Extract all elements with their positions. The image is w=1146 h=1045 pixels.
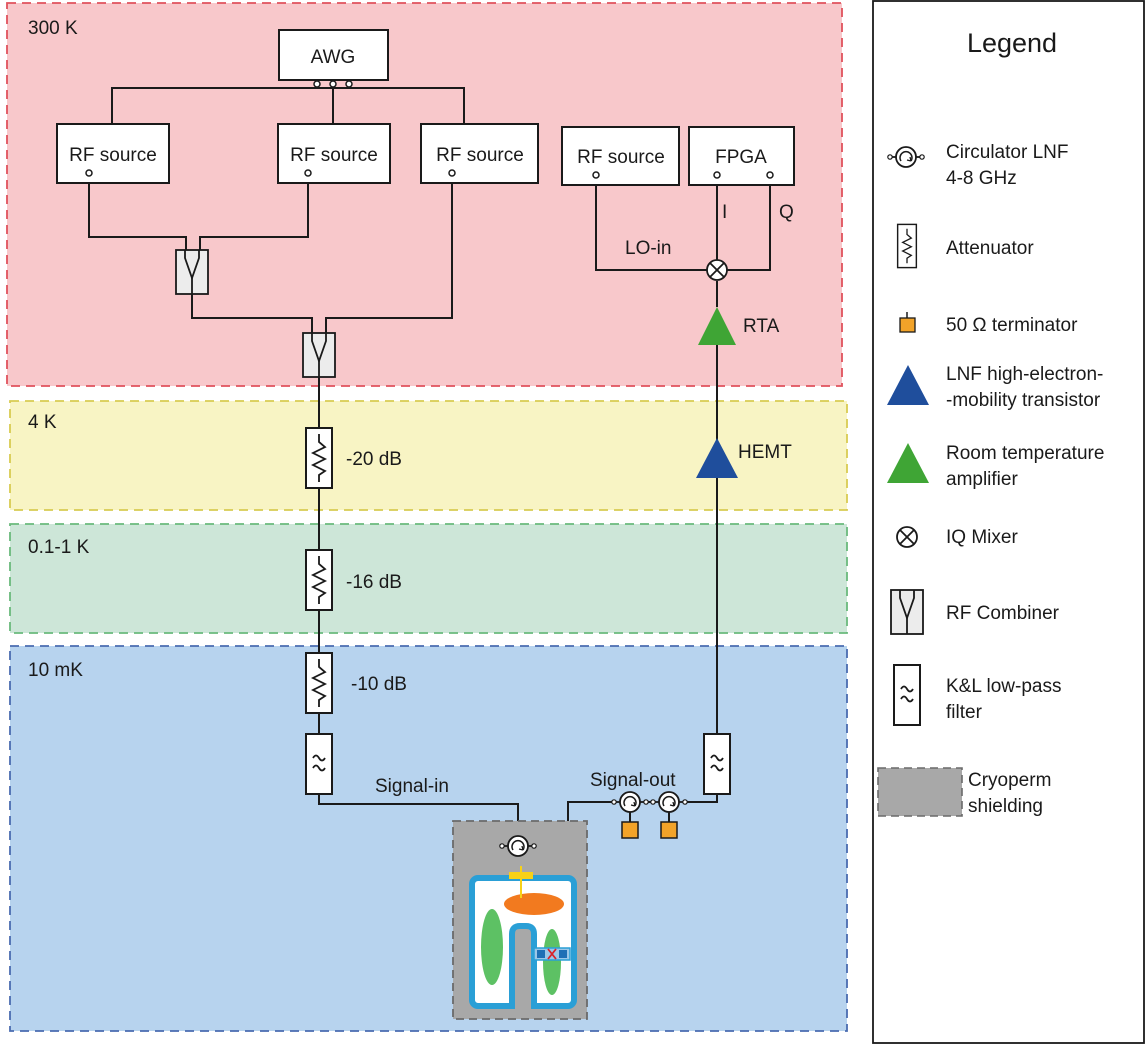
legend-hemt-line2: -mobility transistor [946, 390, 1101, 411]
attenuator-01k-label: -16 dB [346, 572, 402, 593]
rf-source-1-label: RF source [69, 145, 157, 166]
legend-combiner: RF Combiner [890, 589, 1060, 635]
legend-box [872, 0, 1145, 1044]
legend-circulator: Circulator LNF 4-8 GHz [886, 142, 1068, 189]
rf-source-3: RF source [420, 123, 539, 184]
attenuator-01k: -16 dB [305, 549, 402, 611]
fpga-box [688, 126, 795, 186]
terminator-2 [660, 821, 678, 839]
awg-box [278, 29, 389, 81]
mode-top [504, 893, 564, 915]
legend-filter: K&L low-pass filter [893, 664, 1061, 726]
attenuator-4k: -20 dB [305, 427, 402, 489]
zone-10mk-box [9, 645, 848, 1032]
legend-attenuator-text: Attenuator [946, 238, 1034, 259]
zone-01k-box [9, 523, 848, 634]
fpga: FPGA [688, 126, 795, 186]
rta-amplifier: RTA [698, 307, 780, 345]
rf-combiner-2 [302, 332, 336, 378]
mode-left [481, 909, 503, 985]
lo-in-label: LO-in [625, 238, 671, 259]
terminator-icon [899, 317, 916, 333]
lowpass-filter-out [703, 733, 731, 795]
legend-shielding-line1: Cryoperm [968, 770, 1051, 791]
mixer-icon [896, 526, 918, 548]
legend-circulator-line2: 4-8 GHz [946, 168, 1017, 189]
rf-source-4-label: RF source [577, 147, 665, 168]
legend-shielding-line2: shielding [968, 796, 1043, 817]
zone-300k: 300 K [6, 2, 843, 387]
zone-4k-box [9, 400, 848, 511]
legend-attenuator: Attenuator [896, 223, 1034, 269]
hemt-icon [887, 365, 929, 405]
signal-out-label: Signal-out [590, 770, 676, 791]
rf-source-4: RF source [561, 126, 680, 186]
combiner-icon [890, 589, 924, 635]
josephson-junction-icon [547, 948, 557, 960]
legend-terminator-text: 50 Ω terminator [946, 315, 1078, 336]
legend: Legend Circulator LNF 4-8 GHz Attenuator… [872, 0, 1145, 1044]
rf-source-2-box [277, 123, 391, 184]
zone-10mk: 10 mK [9, 645, 848, 1032]
zone-300k-label: 300 K [28, 18, 78, 39]
awg-label: AWG [311, 47, 356, 68]
rf-combiner-1 [175, 249, 209, 295]
rf-source-3-label: RF source [436, 145, 524, 166]
rta-icon [887, 443, 929, 483]
legend-filter-line2: filter [946, 702, 983, 723]
legend-mixer-text: IQ Mixer [946, 527, 1018, 548]
legend-circulator-line1: Circulator LNF [946, 142, 1068, 163]
legend-combiner-text: RF Combiner [946, 603, 1060, 624]
zone-01k: 0.1-1 K [9, 523, 848, 634]
zone-4k-label: 4 K [28, 412, 57, 433]
zone-10mk-label: 10 mK [28, 660, 83, 681]
shielding-icon [877, 767, 963, 817]
legend-mixer: IQ Mixer [896, 526, 1018, 548]
legend-hemt-line1: LNF high-electron- [946, 364, 1103, 385]
rf-source-4-box [561, 126, 680, 186]
rf-source-3-box [420, 123, 539, 184]
rf-source-1-box [56, 123, 170, 184]
iq-mixer [706, 259, 728, 281]
hemt-amplifier: HEMT [696, 438, 792, 478]
zone-4k: 4 K [9, 400, 848, 511]
fpga-label: FPGA [715, 147, 767, 168]
mode-right [543, 929, 561, 995]
q-port-label: Q [779, 202, 794, 223]
attenuator-10mk: -10 dB [305, 652, 407, 714]
zone-01k-label: 0.1-1 K [28, 537, 90, 558]
rf-source-2: RF source [277, 123, 391, 184]
sample-shield [452, 820, 588, 1020]
legend-rta-line1: Room temperature [946, 443, 1104, 464]
legend-filter-line1: K&L low-pass [946, 676, 1061, 697]
legend-shielding: Cryoperm shielding [877, 767, 1051, 817]
legend-hemt: LNF high-electron- -mobility transistor [887, 364, 1103, 411]
lowpass-filter-in [305, 733, 333, 795]
legend-rta-line2: amplifier [946, 469, 1018, 490]
rf-source-2-label: RF source [290, 145, 378, 166]
rf-source-1: RF source [56, 123, 170, 184]
terminator-1 [621, 821, 639, 839]
legend-rta: Room temperature amplifier [887, 443, 1104, 490]
filter-icon [893, 664, 921, 726]
hemt-triangle [696, 438, 738, 478]
signal-in-label: Signal-in [375, 776, 449, 797]
i-port-label: I [722, 202, 727, 223]
legend-title: Legend [967, 28, 1057, 58]
attenuator-4k-label: -20 dB [346, 449, 402, 470]
zone-300k-box [6, 2, 843, 387]
rta-triangle [698, 307, 736, 345]
legend-terminator: 50 Ω terminator [899, 312, 1078, 336]
rta-label: RTA [743, 316, 780, 337]
attenuator-10mk-label: -10 dB [351, 674, 407, 695]
awg: AWG [278, 29, 389, 88]
hemt-label: HEMT [738, 442, 792, 463]
attenuator-icon [896, 223, 918, 269]
